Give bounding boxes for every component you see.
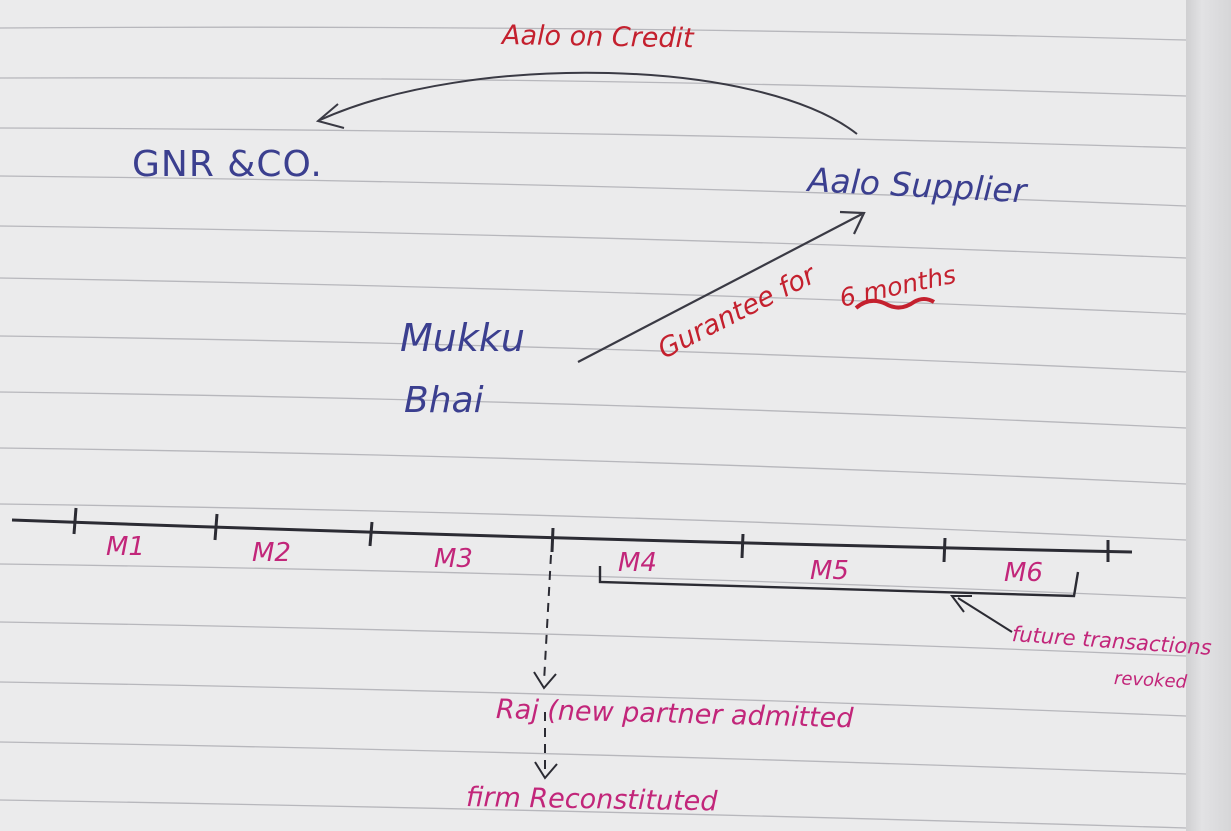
month-label-m4: M4 <box>618 548 657 578</box>
guarantor-name-line2: Bhai <box>404 380 484 421</box>
notebook-page <box>0 0 1191 831</box>
tick-5 <box>740 533 745 559</box>
firm-name: GNR &CO. <box>132 144 323 185</box>
timeline-axis <box>11 518 1133 554</box>
month-label-m1: M1 <box>106 532 145 562</box>
credit-sale-arrow <box>319 71 858 135</box>
credit-sale-label: Aalo on Credit <box>501 20 694 55</box>
tick-2 <box>213 513 219 541</box>
future-pointer-arrowhead <box>950 595 972 613</box>
month-label-m2: M2 <box>252 538 291 568</box>
future-bracket <box>598 566 1080 598</box>
tick-3 <box>368 521 374 547</box>
page-edge <box>1186 0 1231 831</box>
tick-6 <box>942 537 947 563</box>
guarantee-arrowhead <box>839 210 866 235</box>
reconstitution-arrowhead <box>534 761 558 780</box>
month-label-m3: M3 <box>434 544 473 574</box>
month-label-m6: M6 <box>1004 558 1043 588</box>
tick-1 <box>72 507 78 535</box>
admission-arrowhead <box>533 671 557 690</box>
guarantee-arrow <box>577 213 863 363</box>
struck-word-scribble <box>854 297 936 310</box>
admission-dashed-line <box>543 554 552 683</box>
future-transactions-label-line2: revoked <box>1113 668 1188 693</box>
month-label-m5: M5 <box>810 556 849 586</box>
credit-sale-arrowhead <box>315 103 345 129</box>
reconstitution-label: firm Reconstituted <box>465 782 718 818</box>
timeline-ticks <box>72 507 1110 563</box>
tick-4 <box>550 527 555 553</box>
future-pointer-arrow <box>957 597 1013 633</box>
guarantor-name-line1: Mukku <box>400 316 525 360</box>
